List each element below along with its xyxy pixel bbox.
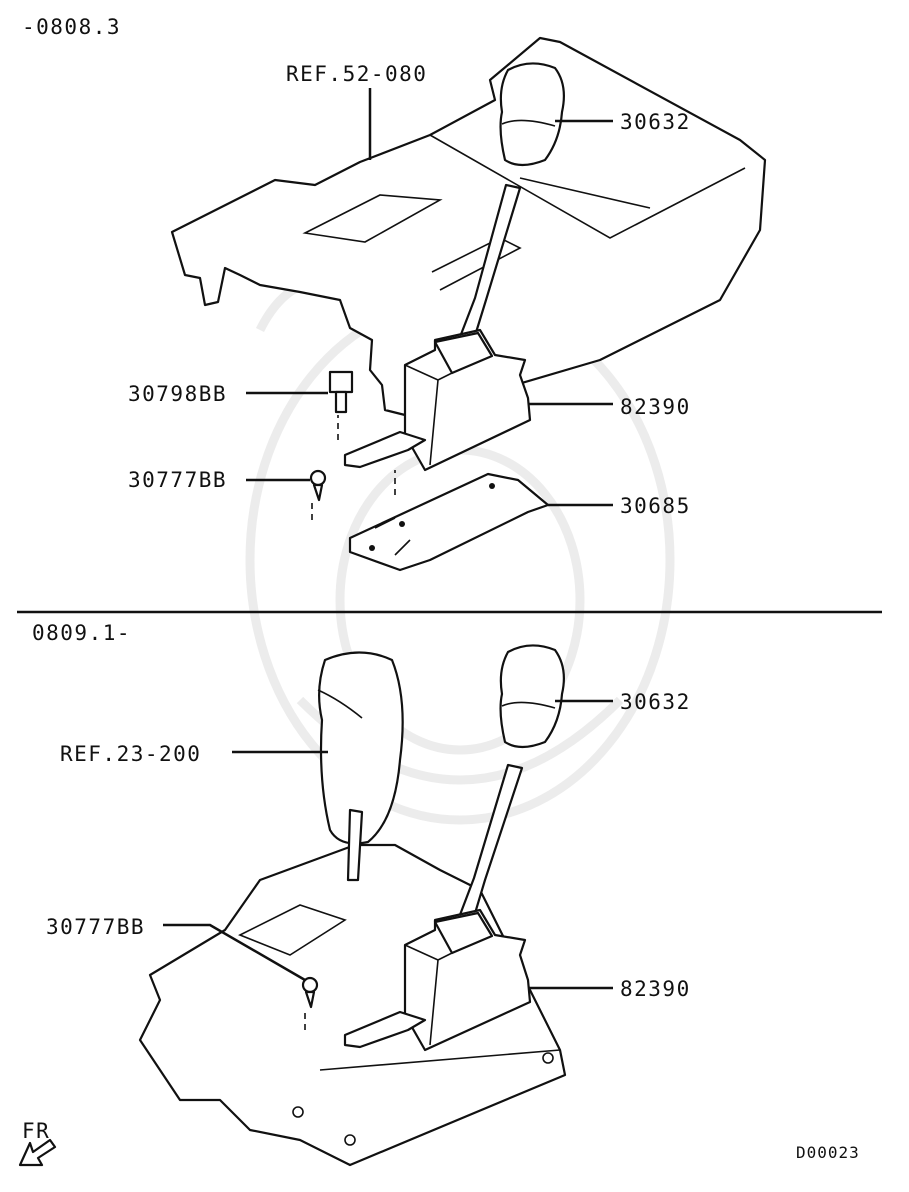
screw-bottom bbox=[301, 976, 319, 1009]
front-direction-arrow-icon bbox=[18, 1138, 57, 1167]
callout-30777bb-bottom: 30777BB bbox=[46, 915, 145, 939]
callout-30798bb: 30798BB bbox=[128, 382, 227, 406]
callout-82390-bottom: 82390 bbox=[620, 977, 691, 1001]
bracket-top bbox=[348, 472, 550, 572]
diagram-code: D00023 bbox=[796, 1143, 860, 1162]
section-top-range-label: -0808.3 bbox=[22, 15, 121, 39]
callout-82390-top: 82390 bbox=[620, 395, 691, 419]
callout-ref-23-200: REF.23-200 bbox=[60, 742, 201, 766]
bolt-top bbox=[328, 370, 354, 414]
direction-label: FR bbox=[22, 1119, 50, 1143]
shift-knob-bottom bbox=[499, 644, 565, 749]
callout-30632-bottom: 30632 bbox=[620, 690, 691, 714]
section-bottom bbox=[138, 644, 613, 1167]
callout-30632-top: 30632 bbox=[620, 110, 691, 134]
section-bottom-range-label: 0809.1- bbox=[32, 621, 131, 645]
screw-top bbox=[309, 469, 327, 502]
knob-ref-23-200 bbox=[318, 651, 404, 845]
callout-30685: 30685 bbox=[620, 494, 691, 518]
shift-knob-top bbox=[499, 62, 565, 167]
callout-30777bb-top: 30777BB bbox=[128, 468, 227, 492]
callout-ref-52-080: REF.52-080 bbox=[286, 62, 427, 86]
section-top bbox=[170, 36, 767, 572]
